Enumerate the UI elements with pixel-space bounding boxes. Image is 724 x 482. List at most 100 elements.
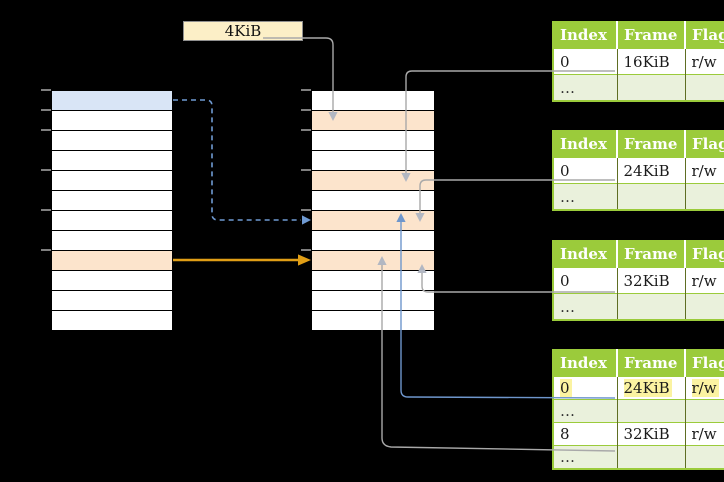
column-header: Index (553, 131, 618, 158)
page-table: IndexFrameFlags024KiBr/w… (552, 130, 724, 211)
column-header: Flags (685, 131, 724, 158)
memory-row (52, 171, 172, 191)
address-tick (301, 249, 311, 251)
table-cell: 24KiB (616, 157, 685, 184)
column-header: Frame (617, 241, 686, 268)
memory-row (312, 231, 434, 251)
memory-row (312, 131, 434, 151)
virtual-memory-column (51, 90, 173, 331)
table-cell: r/w (684, 48, 724, 75)
memory-row (52, 111, 172, 131)
table-cell: … (553, 445, 617, 469)
table-cell: … (553, 74, 617, 101)
page-table-2: IndexFrameFlags024KiBr/w… (552, 130, 724, 211)
memory-row (52, 251, 172, 271)
page-size-box: 4KiB (183, 21, 303, 41)
column-header: Flags (685, 350, 724, 377)
column-header: Flags (685, 22, 724, 49)
orange-arrowhead-icon (298, 254, 311, 266)
memory-row (312, 91, 434, 111)
memory-row (312, 291, 434, 311)
memory-row (312, 311, 434, 330)
column-header: Index (553, 241, 618, 268)
table-cell: 0 (553, 157, 617, 184)
highlighted-value: r/w (691, 379, 719, 397)
page-size-label: 4KiB (224, 22, 262, 40)
table-cell: r/w (684, 157, 724, 184)
physical-memory-column (311, 90, 435, 331)
memory-row (52, 91, 172, 111)
column-header: Flags (685, 241, 724, 268)
table-cell: r/w (684, 422, 724, 446)
memory-row (52, 151, 172, 171)
table-cell: … (553, 293, 617, 320)
memory-row (312, 271, 434, 291)
table-cell (684, 183, 724, 210)
memory-row (312, 111, 434, 131)
highlighted-value: 24KiB (623, 379, 672, 397)
table-cell (616, 293, 685, 320)
memory-row (52, 231, 172, 251)
highlighted-value: 0 (560, 379, 572, 397)
address-tick (301, 89, 311, 91)
table-cell: 0 (553, 48, 617, 75)
table-cell (616, 399, 685, 423)
table-cell (616, 183, 685, 210)
memory-row (52, 291, 172, 311)
header-row: IndexFrameFlags (553, 131, 724, 158)
table-cell: 24KiB (616, 376, 685, 400)
address-tick (301, 129, 311, 131)
header-row: IndexFrameFlags (553, 22, 724, 49)
address-tick (41, 249, 51, 251)
page-table: IndexFrameFlags016KiBr/w… (552, 21, 724, 102)
table-cell (616, 74, 685, 101)
table-row: … (553, 293, 724, 320)
memory-row (52, 191, 172, 211)
table-cell (684, 293, 724, 320)
page-table-1: IndexFrameFlags016KiBr/w… (552, 21, 724, 102)
table-cell: … (553, 183, 617, 210)
memory-row (312, 151, 434, 171)
address-tick (41, 129, 51, 131)
memory-row (52, 211, 172, 231)
column-header: Frame (617, 22, 686, 49)
table-cell: 0 (553, 267, 617, 294)
memory-row (52, 131, 172, 151)
address-tick (41, 209, 51, 211)
address-tick (41, 89, 51, 91)
address-tick (301, 209, 311, 211)
column-header: Frame (617, 350, 686, 377)
table-cell: 0 (553, 376, 617, 400)
memory-row (312, 211, 434, 231)
dashed-arrowhead-icon (302, 215, 311, 225)
column-header: Index (553, 350, 618, 377)
table-cell: r/w (684, 267, 724, 294)
table-cell: r/w (684, 376, 724, 400)
memory-row (312, 251, 434, 271)
page-table-3: IndexFrameFlags032KiBr/w… (552, 240, 724, 321)
table-cell (684, 399, 724, 423)
column-header: Index (553, 22, 618, 49)
table-cell: 32KiB (616, 267, 685, 294)
table-row: 0 24KiB r/w (553, 376, 724, 400)
memory-row (312, 171, 434, 191)
address-tick (301, 109, 311, 111)
table-row: … (553, 399, 724, 423)
header-row: IndexFrameFlags (553, 241, 724, 268)
address-tick (41, 109, 51, 111)
memory-row (312, 191, 434, 211)
table-row: … (553, 183, 724, 210)
page-table-4: IndexFrameFlags024KiBr/w…832KiBr/w… (552, 349, 724, 470)
table-cell: 32KiB (616, 422, 685, 446)
table-cell (684, 74, 724, 101)
address-tick (301, 169, 311, 171)
header-row: IndexFrameFlags (553, 350, 724, 377)
table-cell (616, 445, 685, 469)
column-header: Frame (617, 131, 686, 158)
memory-row (52, 311, 172, 330)
table-cell (684, 445, 724, 469)
